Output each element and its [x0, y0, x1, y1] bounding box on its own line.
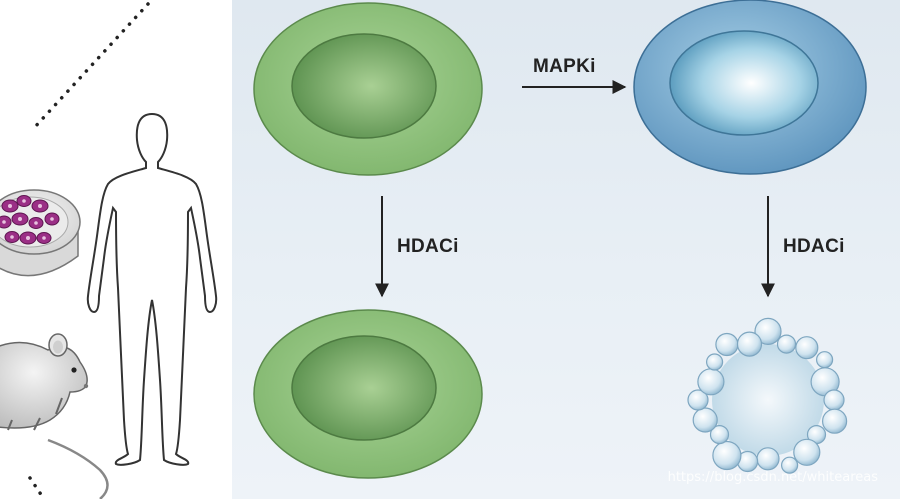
watermark-text: https://blog.csdn.net/whiteareas: [667, 470, 878, 485]
bubble: [692, 407, 718, 433]
bubble: [776, 334, 797, 354]
bubble: [706, 353, 724, 371]
bubble: [754, 317, 782, 345]
human-silhouette-icon: [86, 112, 218, 466]
bubble: [715, 332, 739, 357]
hdaci-label-right: HDACi: [783, 236, 845, 257]
treatment-diagram: [253, 0, 867, 479]
bubble: [793, 438, 821, 466]
bubble: [756, 447, 780, 471]
mouse-icon: [0, 333, 109, 499]
bubble: [823, 389, 845, 411]
bubble: [795, 336, 819, 360]
petri-dish-icon: [0, 189, 81, 277]
dotted-line-top: [32, 2, 150, 130]
bubble: [815, 351, 834, 369]
bubble: [712, 440, 742, 471]
model-systems-panel: [0, 0, 232, 499]
dotted-line-bottom: [28, 476, 46, 499]
bubble: [709, 425, 730, 445]
bubble: [687, 389, 709, 411]
bubble: [697, 368, 725, 396]
mapki-treated-cell: [633, 0, 867, 175]
hdaci-label-left: HDACi: [397, 236, 459, 257]
vacuolated-cell: [687, 317, 848, 474]
mapki-label: MAPKi: [533, 56, 596, 77]
hdaci-treated-cell: [253, 309, 483, 479]
bubble: [780, 456, 799, 474]
model-systems-illustration: [0, 2, 218, 499]
untreated-cell: [253, 2, 483, 176]
bubble: [821, 408, 848, 434]
bubble: [736, 331, 763, 357]
treatment-diagram-panel: MAPKi HDACi HDACi https://blog.csdn.net/…: [232, 0, 900, 499]
